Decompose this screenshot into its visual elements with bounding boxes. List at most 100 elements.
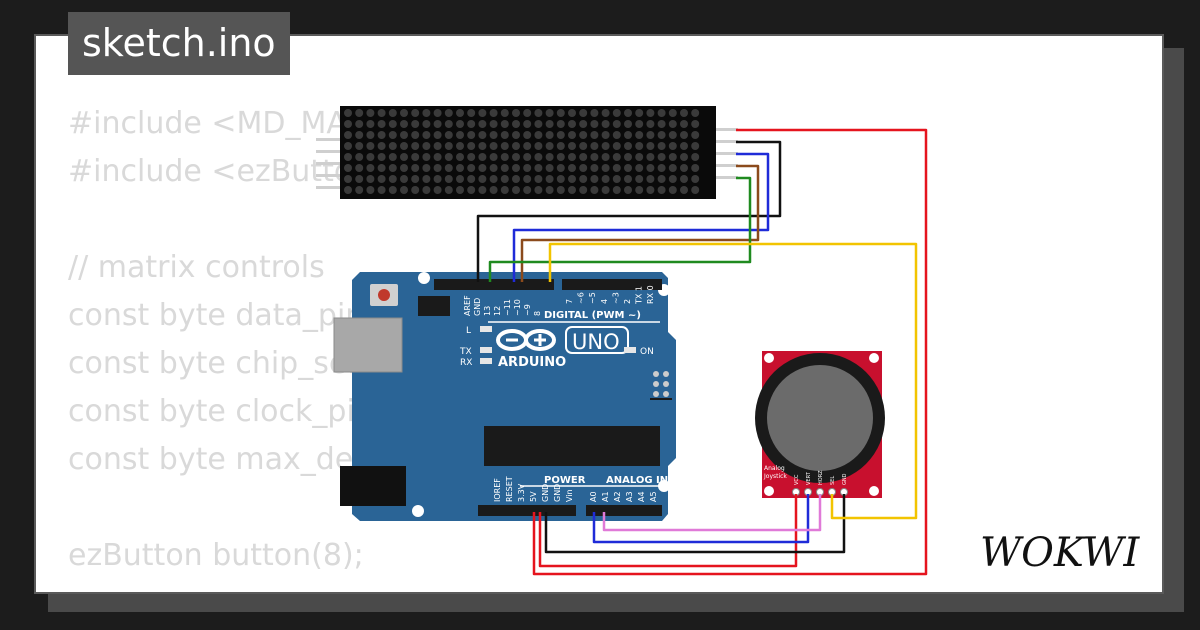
matrix-led — [456, 175, 464, 183]
matrix-led — [680, 120, 688, 128]
matrix-led — [668, 186, 677, 194]
wire-green — [488, 176, 752, 282]
led-label-on: ON — [640, 347, 654, 357]
matrix-led — [433, 120, 442, 128]
matrix-led — [456, 131, 464, 139]
matrix-led — [657, 109, 666, 117]
matrix-led — [388, 186, 397, 194]
matrix-led — [534, 153, 543, 161]
matrix-led — [601, 175, 610, 183]
pin-label: ~11 — [503, 299, 512, 316]
code-line: // matrix controls — [68, 250, 325, 285]
matrix-led — [422, 175, 431, 183]
matrix-led — [612, 164, 621, 172]
matrix-led — [657, 142, 666, 150]
matrix-led — [635, 142, 644, 150]
matrix-led — [478, 153, 487, 161]
matrix-led — [523, 109, 532, 117]
matrix-led — [657, 120, 666, 128]
matrix-led — [646, 175, 655, 183]
matrix-led — [512, 131, 520, 139]
matrix-led — [355, 186, 364, 194]
pin-label: GND — [553, 484, 562, 502]
matrix-led — [568, 153, 576, 161]
matrix-led — [612, 120, 621, 128]
pin-label: A2 — [613, 491, 622, 502]
pin-label: 7 — [565, 299, 574, 304]
matrix-led — [646, 120, 655, 128]
matrix-led — [433, 109, 442, 117]
pin-label: GND — [541, 484, 550, 502]
matrix-led — [478, 131, 487, 139]
matrix-led — [456, 109, 464, 117]
matrix-led — [400, 186, 408, 194]
matrix-led — [500, 131, 509, 139]
matrix-led — [489, 153, 498, 161]
matrix-led — [601, 131, 610, 139]
matrix-led — [624, 120, 632, 128]
wire-red — [532, 128, 928, 576]
matrix-led — [489, 164, 498, 172]
matrix-led — [635, 175, 644, 183]
matrix-led — [489, 175, 498, 183]
matrix-led — [411, 120, 420, 128]
matrix-led — [579, 153, 588, 161]
matrix-led — [444, 131, 453, 139]
matrix-led — [523, 175, 532, 183]
matrix-led — [433, 131, 442, 139]
joystick-label-line1: Analog — [764, 465, 785, 472]
matrix-led — [500, 164, 509, 172]
matrix-led — [635, 120, 644, 128]
matrix-led — [478, 142, 487, 150]
wires — [476, 128, 928, 576]
matrix-led — [534, 186, 543, 194]
matrix-led — [568, 164, 576, 172]
matrix-led — [579, 142, 588, 150]
matrix-led — [545, 175, 554, 183]
matrix-led — [534, 175, 543, 183]
matrix-led — [601, 142, 610, 150]
matrix-led — [400, 164, 408, 172]
matrix-led — [467, 131, 476, 139]
matrix-led — [366, 120, 375, 128]
matrix-led — [646, 164, 655, 172]
matrix-led — [478, 109, 487, 117]
matrix-led — [556, 131, 565, 139]
matrix-led — [568, 175, 576, 183]
matrix-led — [691, 142, 700, 150]
matrix-led — [400, 175, 408, 183]
matrix-led — [568, 120, 576, 128]
matrix-led — [512, 109, 520, 117]
matrix-led — [556, 164, 565, 172]
matrix-led — [377, 164, 386, 172]
pin-label: RESET — [505, 476, 514, 502]
matrix-led — [400, 142, 408, 150]
matrix-led — [680, 175, 688, 183]
digital-header-left — [434, 279, 554, 290]
matrix-led — [590, 131, 599, 139]
matrix-led — [590, 164, 599, 172]
matrix-led — [534, 109, 543, 117]
matrix-led — [444, 164, 453, 172]
matrix-led — [635, 131, 644, 139]
file-tab[interactable]: sketch.ino — [68, 12, 290, 75]
matrix-led — [500, 120, 509, 128]
matrix-led — [590, 175, 599, 183]
matrix-led — [400, 120, 408, 128]
matrix-led — [500, 142, 509, 150]
matrix-led — [467, 186, 476, 194]
matrix-led — [601, 109, 610, 117]
pin-label: 12 — [493, 306, 502, 316]
matrix-led — [523, 153, 532, 161]
matrix-led — [433, 153, 442, 161]
matrix-led — [523, 186, 532, 194]
matrix-led — [422, 153, 431, 161]
matrix-led — [411, 109, 420, 117]
matrix-led — [668, 175, 677, 183]
matrix-led — [624, 164, 632, 172]
matrix-led — [668, 164, 677, 172]
